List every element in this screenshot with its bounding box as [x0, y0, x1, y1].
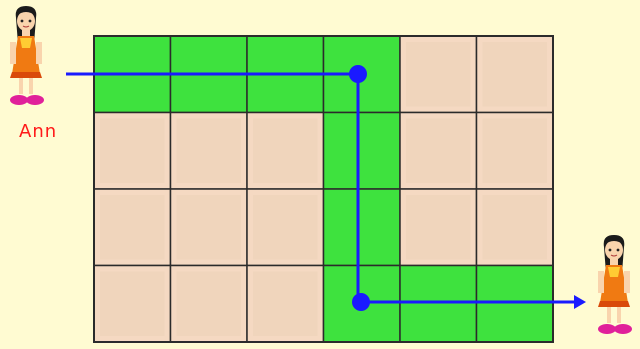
cell-shade — [406, 195, 471, 260]
cell-shade — [253, 272, 318, 337]
path-cell — [477, 266, 554, 343]
cell-shade — [406, 42, 471, 107]
cell-shade — [177, 195, 242, 260]
arrow-head-icon — [574, 295, 586, 309]
path-cell — [324, 189, 401, 266]
path-cell — [400, 266, 477, 343]
cell-shade — [483, 119, 548, 184]
cell-shade — [253, 195, 318, 260]
girl-character-icon — [598, 235, 632, 334]
cell-shade — [483, 42, 548, 107]
cell-shade — [177, 119, 242, 184]
cell-shade — [253, 119, 318, 184]
cell-shade — [100, 272, 165, 337]
cell-shade — [100, 195, 165, 260]
turn-node — [349, 65, 367, 83]
ann-label: Ann — [19, 121, 57, 142]
cell-shade — [483, 195, 548, 260]
cell-shade — [100, 119, 165, 184]
cell-shade — [177, 272, 242, 337]
cell-shade — [406, 119, 471, 184]
path-cell — [324, 113, 401, 190]
turn-node — [352, 293, 370, 311]
maze-grid — [94, 36, 553, 342]
girl-character-icon — [10, 6, 44, 105]
